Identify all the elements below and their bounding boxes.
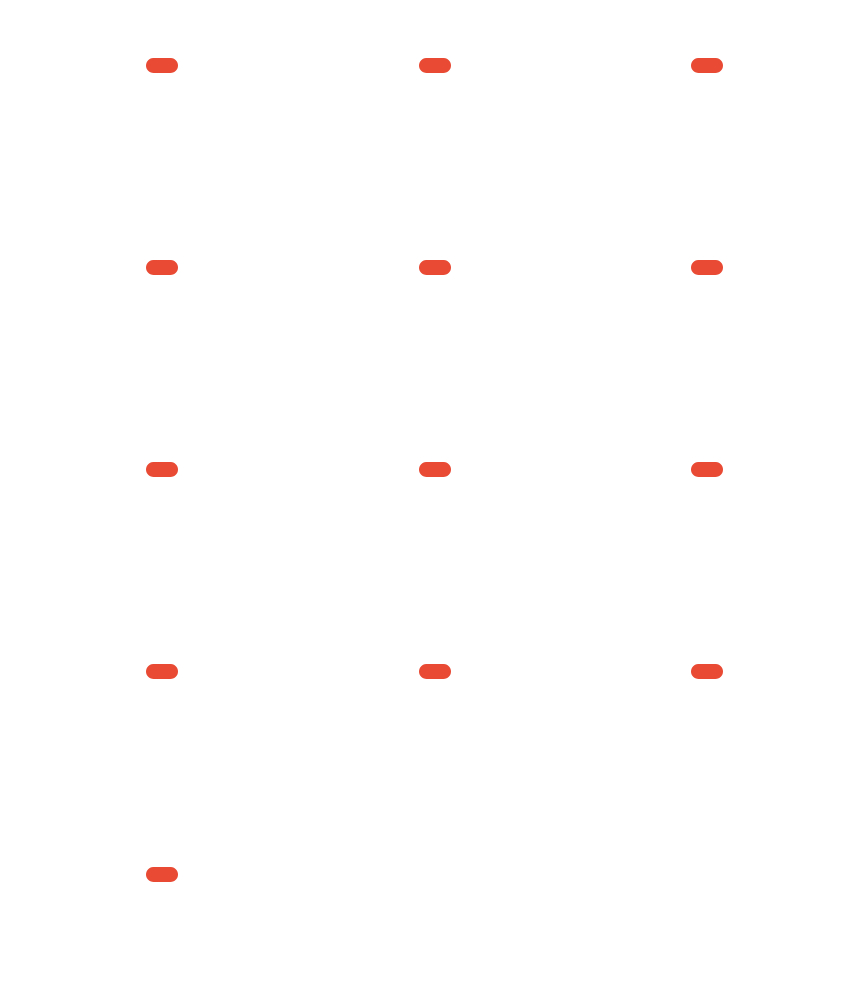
red-pill-badge[interactable]	[419, 462, 451, 477]
red-pill-badge[interactable]	[419, 58, 451, 73]
red-pill-badge[interactable]	[691, 462, 723, 477]
red-pill-badge[interactable]	[146, 462, 178, 477]
red-pill-badge[interactable]	[146, 58, 178, 73]
red-pill-badge[interactable]	[691, 664, 723, 679]
red-pill-badge[interactable]	[419, 260, 451, 275]
red-pill-badge[interactable]	[146, 867, 178, 882]
red-pill-badge[interactable]	[691, 58, 723, 73]
red-pill-badge[interactable]	[419, 664, 451, 679]
red-pill-badge[interactable]	[691, 260, 723, 275]
red-pill-badge[interactable]	[146, 260, 178, 275]
red-pill-badge[interactable]	[146, 664, 178, 679]
